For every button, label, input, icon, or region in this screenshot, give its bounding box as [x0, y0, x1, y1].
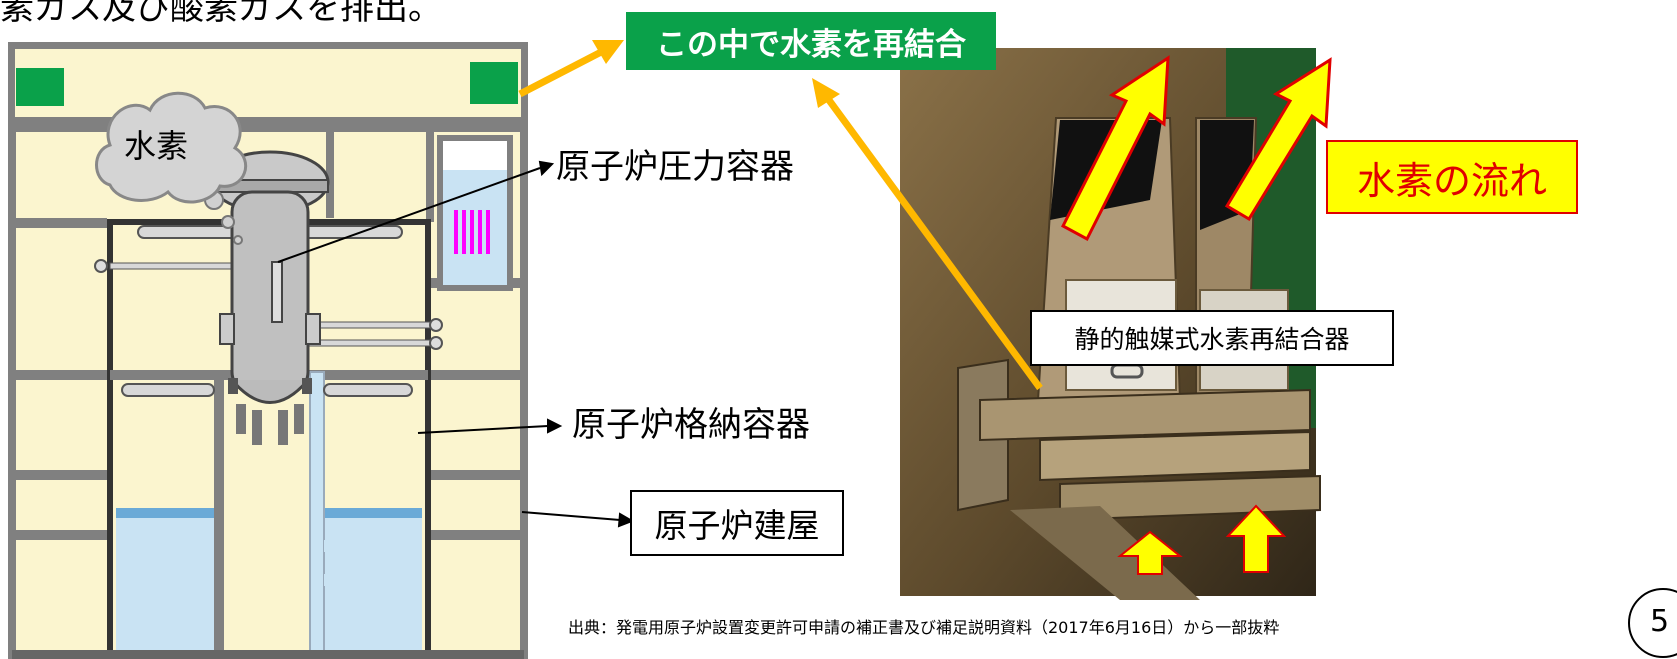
hydrogen-cloud-label: 水素: [124, 127, 189, 165]
top-heading-partial: 素ガス及び酸素ガスを排出。: [0, 0, 442, 28]
flow-arrow-4: [1225, 504, 1287, 573]
label-reactor-pressure-vessel: 原子炉圧力容器: [556, 147, 794, 187]
label-hydrogen-flow: 水素の流れ: [1326, 140, 1578, 214]
hydrogen-flow-arrows: [1061, 55, 1332, 575]
source-citation: 出典：発電用原子炉設置変更許可申請の補正書及び補足説明資料（2017年6月16日…: [568, 618, 1280, 637]
flow-arrow-3: [1117, 530, 1183, 575]
recombine-banner: この中で水素を再結合: [626, 12, 996, 70]
fuel-rods: [454, 210, 490, 254]
label-primary-containment-vessel: 原子炉格納容器: [572, 405, 810, 445]
flow-arrow-2: [1224, 57, 1332, 222]
reactor-building-section: [8, 42, 528, 659]
leader-lines: [277, 160, 635, 528]
label-passive-autocatalytic-recombiner: 静的触媒式水素再結合器: [1030, 310, 1394, 366]
orange-arrows: [518, 40, 1043, 391]
hydrogen-cloud: [95, 91, 248, 204]
recombiner-right-marker: [470, 62, 518, 104]
label-reactor-building: 原子炉建屋: [630, 490, 844, 556]
flow-arrow-1: [1061, 55, 1170, 242]
recombiner-left-marker: [16, 68, 64, 106]
